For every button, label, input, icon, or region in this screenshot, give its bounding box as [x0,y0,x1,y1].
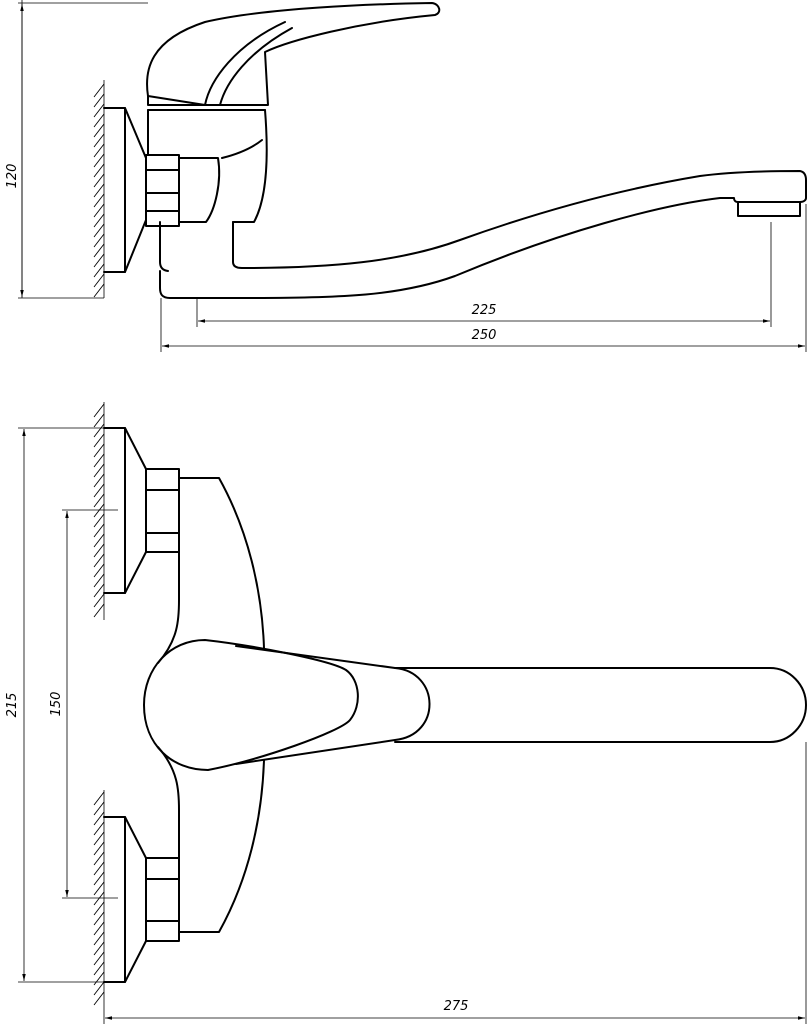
side-view: 120 225 250 [5,0,807,352]
front-dim-center-distance-label: 150 [49,692,64,717]
side-dim-height-label: 120 [5,164,20,189]
front-hex-nut-bottom [145,857,180,942]
front-hex-nut-top [145,468,180,553]
front-mixer-body [157,477,265,933]
front-dimension-lines [18,427,807,1024]
front-view: 215 150 275 [5,402,807,1024]
front-dim-total-width-label: 275 [444,999,469,1014]
front-dim-total-height-label: 215 [5,693,20,718]
front-escutcheon-top [103,427,147,594]
side-aerator [737,201,801,217]
side-mixer-body [147,109,268,272]
side-escutcheon [103,107,147,273]
front-wall-hatch-top [93,402,105,620]
side-dim-225-label: 225 [472,303,497,318]
side-lever-handle [146,2,441,106]
front-lever-handle [143,639,431,771]
side-spout [159,170,807,299]
front-spout [394,667,807,743]
front-escutcheon-bottom [103,816,147,983]
side-wall-hatch [93,80,105,298]
side-dim-250-label: 250 [472,328,497,343]
front-wall-hatch-bottom [93,790,105,1008]
side-hex-nut [145,154,180,227]
side-dimension-lines [18,0,807,352]
